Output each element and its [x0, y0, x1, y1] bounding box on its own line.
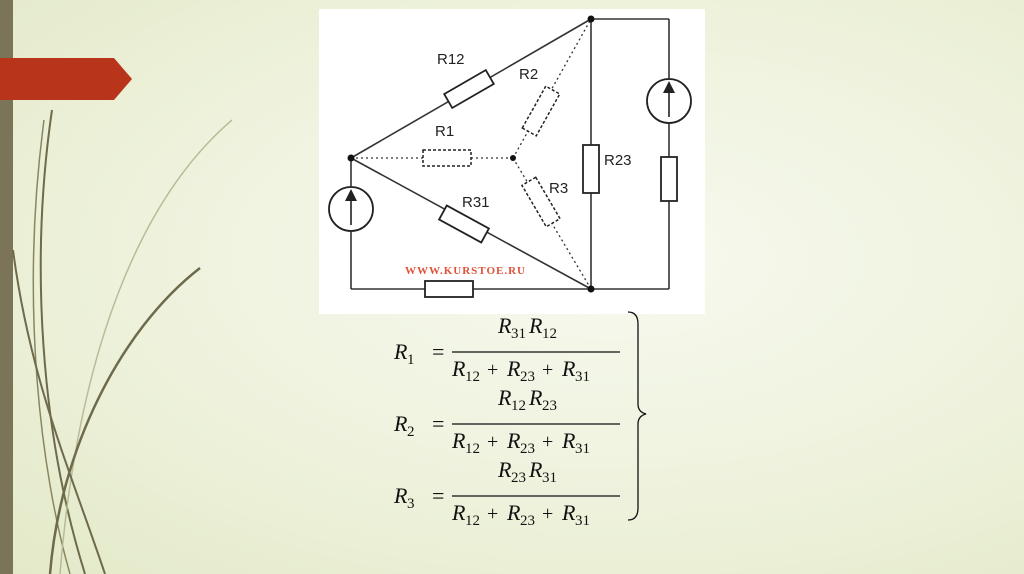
formula-1-plus-2: + — [542, 359, 553, 381]
formula-1-den-1-sub: 12 — [465, 369, 480, 385]
formula-3-equals: = — [432, 483, 444, 508]
formula-1-equals: = — [432, 339, 444, 364]
formula-3-plus-1: + — [487, 503, 498, 525]
formula-3-den-3-sub: 31 — [575, 513, 590, 528]
formula-1-num-1-sub: 31 — [511, 326, 526, 342]
node-star-center — [510, 155, 516, 161]
current-source-right — [646, 78, 692, 124]
formula-2-plus-2: + — [542, 431, 553, 453]
formula-1-lhs: R — [393, 339, 408, 364]
left-side-bar — [0, 0, 13, 574]
formula-3-plus-2: + — [542, 503, 553, 525]
formula-1-den-2-sub: 23 — [520, 369, 535, 385]
formula-3-num-1-letter: R — [497, 457, 512, 482]
formula-1-num-2-letter: R — [528, 313, 543, 338]
formula-2-equals: = — [432, 411, 444, 436]
resistor-bottom — [424, 280, 474, 298]
formula-3-lhs: R — [393, 483, 408, 508]
current-source-left — [328, 186, 374, 232]
label-r1: R1 — [435, 123, 454, 140]
formula-2-num-1-sub: 12 — [511, 398, 526, 414]
formula-3-den-1-letter: R — [451, 500, 466, 525]
watermark-text: WWW.KURSTOE.RU — [405, 265, 526, 277]
formula-1-den-3-sub: 31 — [575, 369, 590, 385]
formula-3-den-3-letter: R — [561, 500, 576, 525]
formula-2-num-1-letter: R — [497, 385, 512, 410]
right-brace — [627, 311, 647, 521]
formula-2-lhs-sub: 2 — [407, 424, 415, 440]
formula-1-den-3-letter: R — [561, 356, 576, 381]
formula-3-den-2-sub: 23 — [520, 513, 535, 528]
resistor-r31 — [437, 204, 491, 244]
formula-2-plus-1: + — [487, 431, 498, 453]
label-r23: R23 — [604, 152, 632, 169]
resistor-r1 — [422, 149, 472, 167]
formula-2-den-2-letter: R — [506, 428, 521, 453]
formula-3-num-1-sub: 23 — [511, 470, 526, 486]
label-r2: R2 — [519, 66, 538, 83]
node-left — [347, 154, 355, 162]
formula-2-den-3-letter: R — [561, 428, 576, 453]
formula-1-lhs-sub: 1 — [407, 352, 415, 368]
formula-1-num-1-letter: R — [497, 313, 512, 338]
formula-3-num-2-sub: 31 — [542, 470, 557, 486]
formula-1-den-2-letter: R — [506, 356, 521, 381]
formula-2-num-2-letter: R — [528, 385, 543, 410]
formula-1-den-1-letter: R — [451, 356, 466, 381]
formula-2-den-1-sub: 12 — [465, 441, 480, 457]
resistor-r2 — [521, 85, 561, 137]
label-r3: R3 — [549, 180, 568, 197]
formula-1-num-2-sub: 12 — [542, 326, 557, 342]
circuit-diagram: R12 R2 R1 R23 R3 R31 WWW.KURSTOE.RU — [319, 9, 705, 314]
decorative-swooshes — [12, 109, 233, 574]
formula-2-lhs: R — [393, 411, 408, 436]
label-r31: R31 — [462, 194, 490, 211]
resistor-right — [660, 156, 678, 202]
formula-2-den-3-sub: 31 — [575, 441, 590, 457]
node-top — [587, 15, 595, 23]
formula-2-num-2-sub: 23 — [542, 398, 557, 414]
formula-3-lhs-sub: 3 — [407, 496, 415, 512]
formula-2-den-1-letter: R — [451, 428, 466, 453]
accent-arrow-tab — [0, 58, 132, 100]
formula-2-den-2-sub: 23 — [520, 441, 535, 457]
formula-3-den-2-letter: R — [506, 500, 521, 525]
resistor-r23 — [582, 144, 600, 194]
node-bottom — [587, 285, 595, 293]
formula-3-num-2-letter: R — [528, 457, 543, 482]
formula-3-den-1-sub: 12 — [465, 513, 480, 528]
formula-1-plus-1: + — [487, 359, 498, 381]
label-r12: R12 — [437, 51, 465, 68]
resistor-r12 — [442, 68, 496, 110]
